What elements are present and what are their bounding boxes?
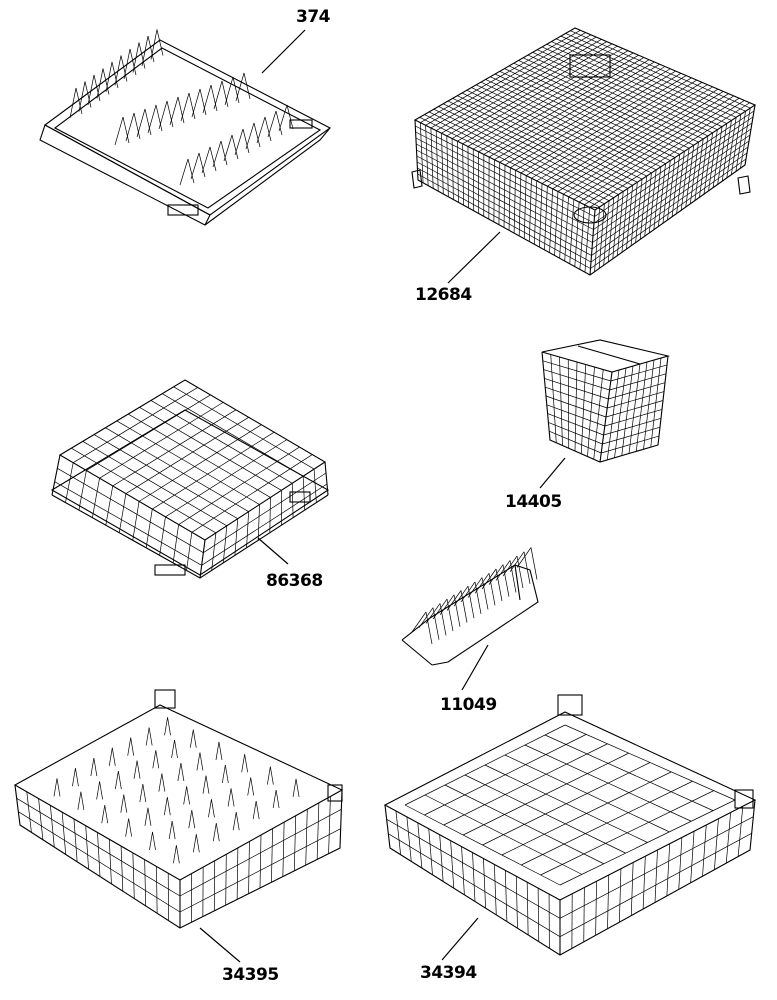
part-14405-cutlery-basket: 14405 — [505, 339, 671, 512]
part-34395-peg-rack: 34395 — [13, 689, 344, 985]
label-374: 374 — [296, 7, 331, 27]
part-12684-mesh-basket: 12684 — [411, 27, 757, 305]
label-34394: 34394 — [420, 963, 477, 983]
label-12684: 12684 — [415, 285, 472, 305]
label-86368: 86368 — [266, 571, 323, 591]
part-86368-wire-rack: 86368 — [50, 379, 330, 591]
label-14405: 14405 — [505, 492, 562, 512]
part-374-plate-rack: 374 — [39, 7, 331, 226]
part-11049-plate-insert: 11049 — [401, 547, 539, 715]
part-34394-open-rack: 34394 — [383, 694, 757, 983]
label-11049: 11049 — [440, 695, 497, 715]
label-34395: 34395 — [222, 965, 279, 985]
